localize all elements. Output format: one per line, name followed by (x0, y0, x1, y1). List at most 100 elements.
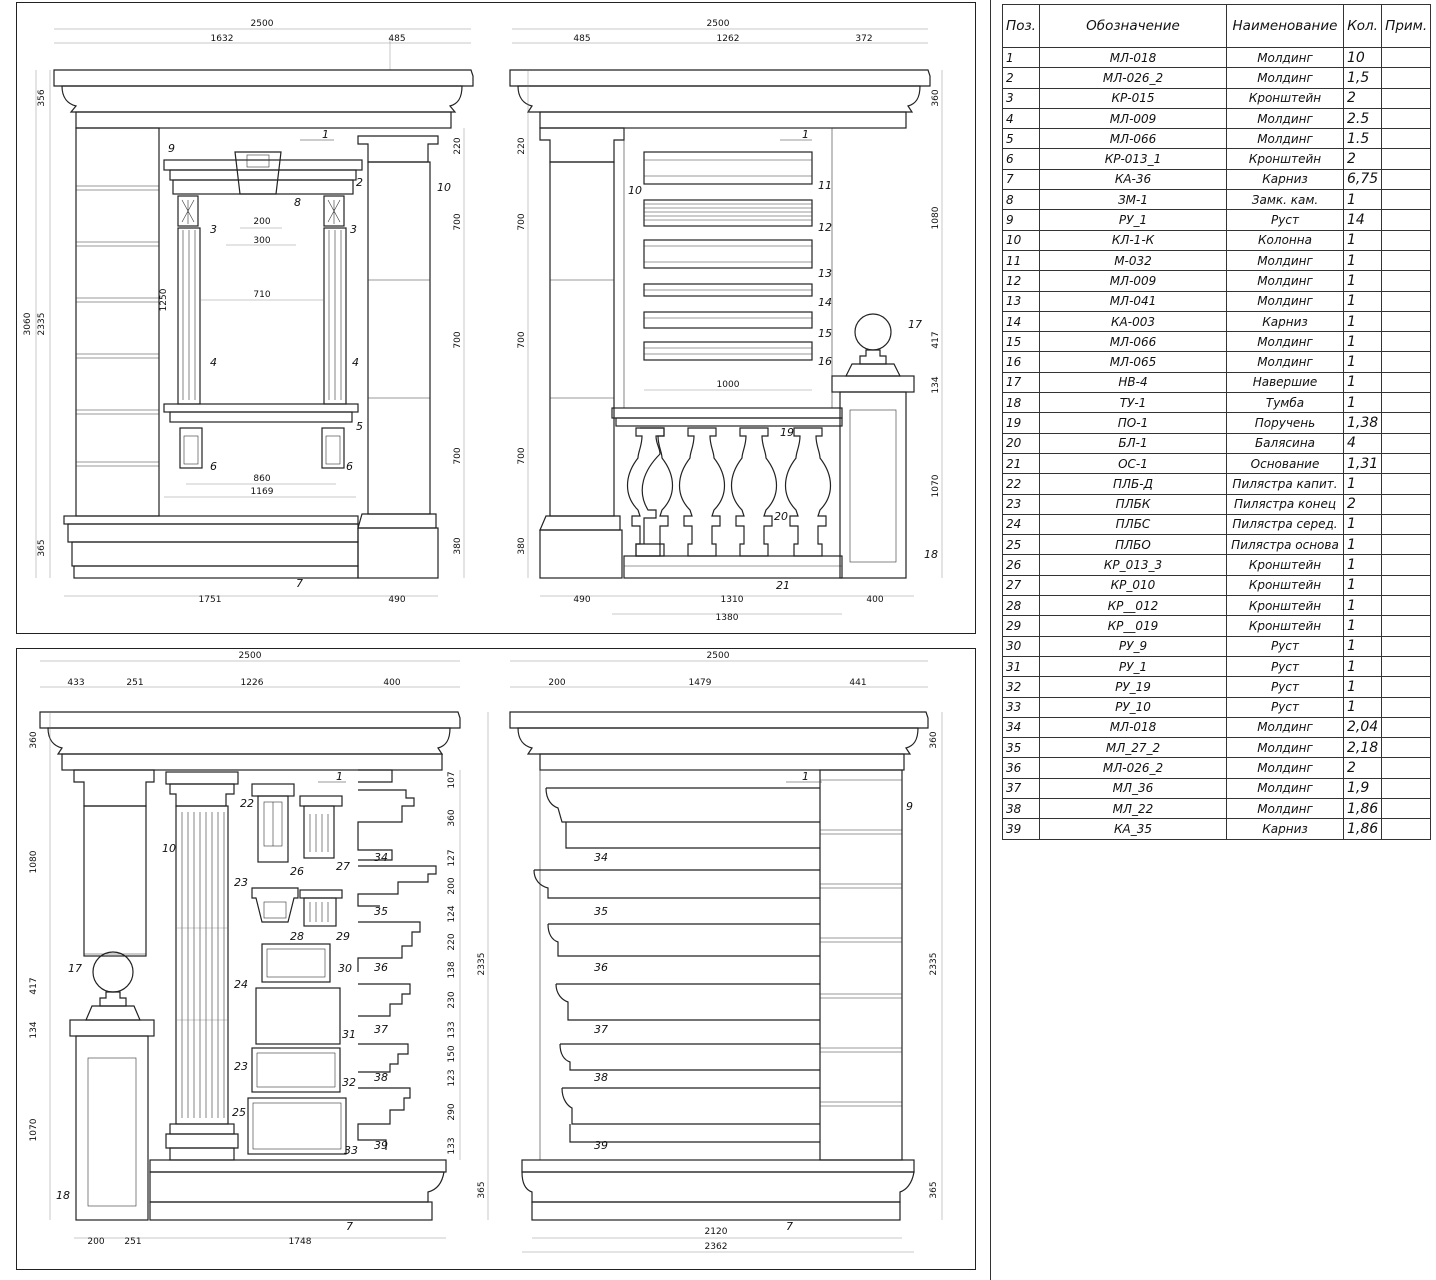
cell-qty: 1 (1342, 310, 1383, 333)
callout-39: 39 (374, 1139, 388, 1152)
cell-code: РУ_19 (1039, 676, 1227, 698)
dim-r-700b: 700 (453, 331, 463, 348)
cell-pos: 2 (1002, 67, 1040, 89)
cell-name: Молдинг (1226, 128, 1344, 150)
cell-qty: 1 (1342, 189, 1383, 211)
cell-note (1381, 412, 1432, 434)
cell-name: Молдинг (1226, 757, 1344, 779)
cell-code: М-032 (1039, 249, 1227, 272)
cell-code: КР__012 (1039, 595, 1227, 617)
callout-17: 17 (908, 318, 922, 331)
dim-h-2335: 2335 (929, 953, 939, 976)
specification-table: Поз. Обозначение Наименование Кол. Прим.… (1002, 4, 1432, 840)
callout-12: 12 (818, 221, 832, 234)
dim-h-417: 417 (29, 977, 39, 994)
cell-code: БЛ-1 (1039, 432, 1227, 454)
cell-name: Руст (1226, 635, 1344, 657)
cell-pos: 11 (1002, 249, 1040, 272)
cell-note (1381, 655, 1432, 678)
cell-qty: 1,9 (1342, 777, 1383, 799)
cell-qty: 1 (1342, 229, 1383, 251)
dim-h-360: 360 (29, 731, 39, 748)
dim-width-3: 441 (849, 678, 866, 688)
dim-r-700c: 700 (453, 447, 463, 464)
dim-r-290: 290 (447, 1103, 457, 1120)
dim-r-133a: 133 (447, 1021, 457, 1038)
callout-20: 20 (774, 510, 788, 523)
dim-width-1: 433 (67, 678, 84, 688)
cell-qty: 1.5 (1342, 128, 1383, 150)
cell-code: КР_010 (1039, 574, 1227, 597)
cell-name: Молдинг (1226, 107, 1344, 130)
cell-pos: 33 (1002, 696, 1040, 718)
cell-pos: 17 (1002, 371, 1040, 394)
cell-note (1381, 432, 1432, 454)
header-name: Наименование (1226, 4, 1344, 48)
cell-note (1381, 513, 1432, 536)
dim-r-220: 220 (447, 933, 457, 950)
callout-17: 17 (68, 962, 82, 975)
cell-code: ПЛБК (1039, 493, 1227, 515)
cell-pos: 39 (1002, 818, 1040, 840)
cell-note (1381, 189, 1432, 211)
cell-qty: 1 (1342, 574, 1383, 597)
cell-qty: 1,86 (1342, 797, 1383, 820)
cell-pos: 20 (1002, 432, 1040, 454)
callout-2: 2 (356, 176, 363, 189)
cell-note (1381, 371, 1432, 394)
callout-35: 35 (594, 905, 608, 918)
cell-name: Руст (1226, 209, 1344, 231)
cell-note (1381, 249, 1432, 272)
cell-qty: 1 (1342, 534, 1383, 556)
callout-3-left: 3 (210, 223, 217, 236)
cell-qty: 1 (1342, 554, 1383, 576)
callout-31: 31 (342, 1028, 356, 1041)
cell-qty: 2.5 (1342, 107, 1383, 130)
dim-r-124: 124 (447, 905, 457, 922)
dim-opening-710: 710 (253, 290, 270, 300)
callout-5: 5 (356, 420, 363, 433)
cell-name: Кронштейн (1226, 574, 1344, 597)
callout-27: 27 (336, 860, 350, 873)
cell-note (1381, 737, 1432, 759)
cell-name: Молдинг (1226, 737, 1344, 759)
sheet-top (16, 2, 976, 634)
cell-code: ЗМ-1 (1039, 189, 1227, 211)
cell-note (1381, 574, 1432, 597)
cell-name: Пилястра капит. (1226, 473, 1344, 495)
callout-23-top: 23 (234, 876, 248, 889)
callout-39: 39 (594, 1139, 608, 1152)
cell-code: КР__019 (1039, 615, 1227, 637)
cell-note (1381, 777, 1432, 799)
cell-note (1381, 716, 1432, 739)
cell-code: МЛ-018 (1039, 46, 1227, 69)
cell-code: ПЛБ-Д (1039, 473, 1227, 495)
callout-15: 15 (818, 327, 832, 340)
cell-code: МЛ-009 (1039, 270, 1227, 292)
cell-note (1381, 595, 1432, 617)
cell-qty: 1 (1342, 351, 1383, 373)
cell-qty: 1 (1342, 290, 1383, 312)
cell-qty: 1 (1342, 615, 1383, 637)
cell-code: ОС-1 (1039, 452, 1227, 475)
dim-l-220: 220 (517, 137, 527, 154)
cell-code: МЛ_27_2 (1039, 737, 1227, 759)
cell-qty: 1 (1342, 392, 1383, 414)
dim-b-490: 490 (388, 595, 405, 605)
callout-3-right: 3 (350, 223, 357, 236)
cell-pos: 10 (1002, 229, 1040, 251)
callout-8: 8 (294, 196, 301, 209)
dim-h-134: 134 (29, 1021, 39, 1038)
callout-13: 13 (818, 267, 832, 280)
